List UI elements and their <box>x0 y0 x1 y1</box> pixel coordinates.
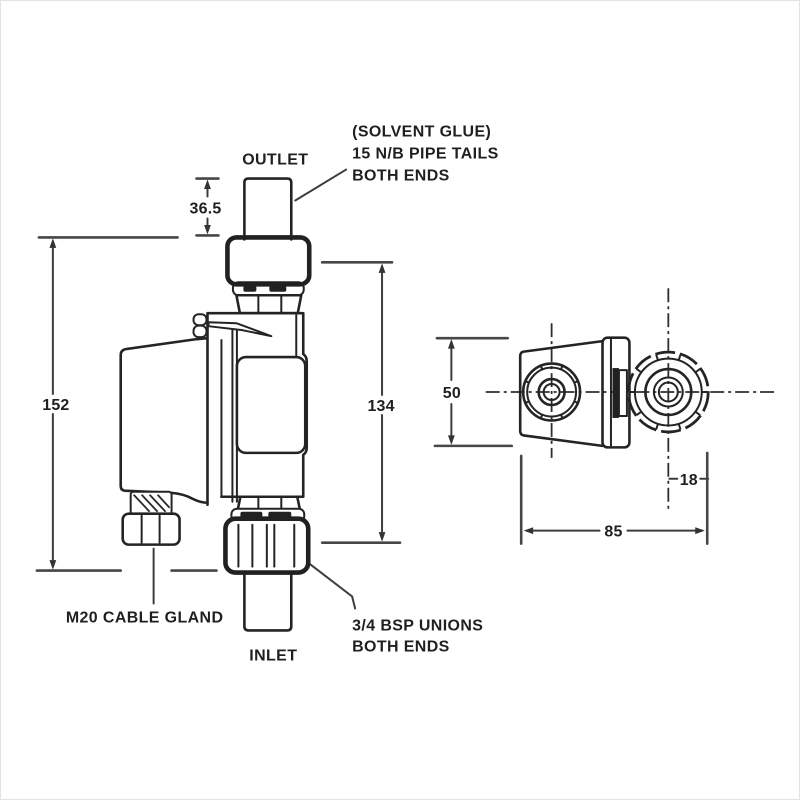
pipe-note-line2: 15 N/B PIPE TAILS <box>352 146 499 163</box>
dim-pipe-tail-value: 36.5 <box>190 200 222 217</box>
union-note: 3/4 BSP UNIONS BOTH ENDS <box>352 617 483 655</box>
hinge-bump-top <box>192 313 208 327</box>
pipe-note: (SOLVENT GLUE) 15 N/B PIPE TAILS BOTH EN… <box>352 124 499 185</box>
pipe-note-line3: BOTH ENDS <box>352 168 450 185</box>
dim-overall-height-value: 152 <box>42 397 69 414</box>
dim-across-unions: 134 <box>320 261 402 544</box>
body-ledge <box>207 321 273 338</box>
union-nut-end-circle <box>627 350 710 434</box>
side-body <box>518 339 604 448</box>
hinge-bump-bottom <box>192 324 208 339</box>
valve-body <box>192 311 309 507</box>
outlet-union-hex <box>235 293 303 315</box>
dim-centre-offset: 18 <box>668 472 710 489</box>
dim-overall-width-value: 85 <box>604 524 622 541</box>
dim-overall-height: 152 <box>35 236 218 572</box>
dim-across-unions-value: 134 <box>367 398 394 415</box>
union-note-leader-line <box>308 562 357 610</box>
dim-overall-width: 85 <box>519 451 709 545</box>
outlet-union-nut <box>225 235 312 287</box>
inlet-pipe-tail <box>243 569 293 632</box>
side-clip-dark <box>612 368 619 418</box>
front-view: 36.5 152 134 OUTLET INLET <box>35 124 499 664</box>
terminal-box <box>119 336 209 505</box>
side-clip <box>617 369 628 417</box>
inlet-label: INLET <box>249 647 297 664</box>
cable-gland-label: M20 CABLE GLAND <box>66 609 224 626</box>
dim-centre-offset-value: 18 <box>680 472 698 489</box>
outlet-pipe-tail <box>243 177 293 241</box>
cable-gland-nut <box>121 512 181 546</box>
cable-gland-end-circle <box>521 362 582 422</box>
union-knurl-ticks <box>628 354 708 430</box>
pipe-note-line1: (SOLVENT GLUE) <box>352 124 491 141</box>
dim-body-height-value: 50 <box>443 385 461 402</box>
pipe-note-leader-line <box>294 168 348 202</box>
union-note-line2: BOTH ENDS <box>352 638 450 655</box>
inlet-union <box>223 495 311 575</box>
dim-pipe-tail: 36.5 <box>190 177 222 237</box>
side-view: 50 18 85 <box>433 288 775 545</box>
dim-body-height: 50 <box>433 336 514 448</box>
bonnet-panel <box>235 355 307 455</box>
gland-knurl-ticks <box>524 365 579 419</box>
outlet-label: OUTLET <box>242 152 308 169</box>
outlet-union <box>225 235 312 315</box>
union-note-line1: 3/4 BSP UNIONS <box>352 617 483 634</box>
cable-gland <box>121 490 181 546</box>
